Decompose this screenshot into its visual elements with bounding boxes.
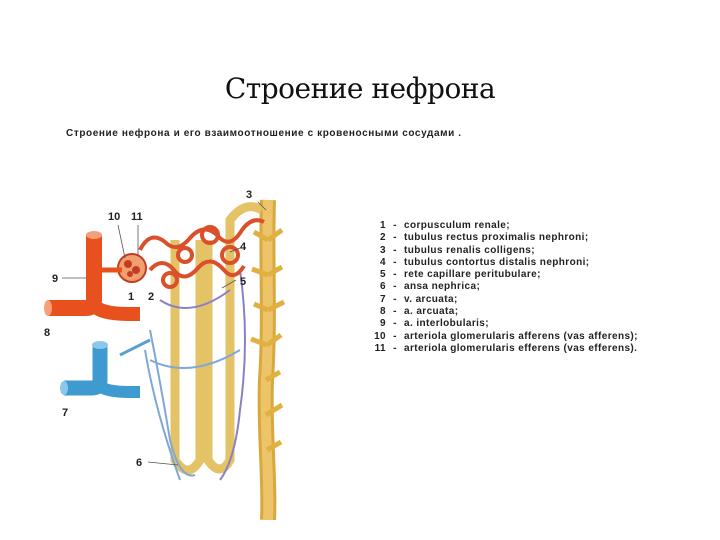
label-9: 9 bbox=[52, 273, 58, 285]
legend-number: 8 bbox=[380, 306, 386, 318]
legend-row: 8-a. arcuata; bbox=[372, 306, 712, 318]
legend: 1-corpusculum renale;2-tubulus rectus pr… bbox=[372, 220, 712, 355]
legend-text: corpusculum renale; bbox=[404, 220, 510, 231]
label-7: 7 bbox=[62, 407, 68, 419]
legend-dash: - bbox=[393, 220, 397, 231]
legend-dash: - bbox=[393, 306, 397, 318]
legend-number: 3 bbox=[380, 244, 386, 256]
nephron-tubules bbox=[170, 202, 265, 475]
label-8: 8 bbox=[44, 327, 50, 339]
legend-row: 9-a. interlobularis; bbox=[372, 318, 712, 330]
legend-dash: - bbox=[393, 342, 397, 354]
legend-number: 2 bbox=[380, 232, 386, 244]
arcuate-vein bbox=[60, 341, 140, 398]
legend-number: 1 bbox=[380, 220, 386, 231]
capillary-network bbox=[119, 269, 246, 481]
label-11: 11 bbox=[131, 211, 143, 223]
legend-number: 4 bbox=[380, 256, 386, 268]
legend-row: 6-ansa nephrica; bbox=[372, 281, 712, 293]
interlobular-artery bbox=[44, 231, 140, 321]
legend-text: arteriola glomerularis efferens (vas eff… bbox=[404, 342, 638, 354]
legend-dash: - bbox=[393, 281, 397, 293]
nephron-diagram: 10 11 3 4 5 9 1 2 8 7 6 bbox=[30, 180, 330, 521]
legend-text: tubulus contortus distalis nephroni; bbox=[404, 256, 590, 268]
legend-dash: - bbox=[393, 269, 397, 281]
label-1: 1 bbox=[128, 291, 134, 303]
legend-number: 6 bbox=[380, 281, 386, 293]
legend-number: 11 bbox=[374, 342, 386, 354]
slide-title: Строение нефрона bbox=[224, 72, 496, 105]
label-6: 6 bbox=[136, 457, 142, 469]
legend-number: 10 bbox=[374, 330, 386, 342]
legend-text: tubulus renalis colligens; bbox=[404, 244, 535, 256]
legend-row: 3-tubulus renalis colligens; bbox=[372, 245, 712, 257]
convoluted-tubules bbox=[138, 218, 265, 289]
legend-dash: - bbox=[393, 256, 397, 268]
figure-caption: Строение нефрона и его взаимоотношение с… bbox=[66, 128, 462, 139]
legend-text: tubulus rectus proximalis nephroni; bbox=[404, 232, 589, 244]
legend-row: 7-v. arcuata; bbox=[372, 294, 712, 306]
label-5: 5 bbox=[240, 276, 246, 288]
label-2: 2 bbox=[148, 291, 154, 303]
legend-row: 4-tubulus contortus distalis nephroni; bbox=[372, 257, 712, 269]
legend-dash: - bbox=[393, 318, 397, 330]
legend-dash: - bbox=[393, 244, 397, 256]
nephron-illustration: 10 11 3 4 5 9 1 2 8 7 6 bbox=[44, 189, 286, 521]
diagram-labels: 10 11 3 4 5 9 1 2 8 7 6 bbox=[44, 189, 267, 469]
label-4: 4 bbox=[240, 241, 247, 253]
legend-text: a. arcuata; bbox=[404, 306, 459, 318]
label-10: 10 bbox=[108, 211, 120, 223]
legend-dash: - bbox=[393, 330, 397, 342]
legend-row: 10-arteriola glomerularis afferens (vas … bbox=[372, 331, 712, 343]
glomerulus bbox=[117, 253, 147, 283]
label-3: 3 bbox=[246, 189, 252, 201]
legend-text: a. interlobularis; bbox=[404, 318, 489, 330]
legend-text: rete capillare peritubulare; bbox=[404, 269, 541, 281]
legend-row: 2-tubulus rectus proximalis nephroni; bbox=[372, 232, 712, 244]
legend-row: 11-arteriola glomerularis efferens (vas … bbox=[372, 343, 712, 355]
collecting-duct bbox=[250, 199, 286, 521]
legend-number: 7 bbox=[380, 293, 386, 305]
legend-dash: - bbox=[393, 293, 397, 305]
legend-text: arteriola glomerularis afferens (vas aff… bbox=[404, 330, 638, 342]
legend-number: 9 bbox=[380, 318, 386, 330]
legend-dash: - bbox=[393, 232, 397, 244]
legend-number: 5 bbox=[380, 269, 386, 281]
legend-row: 5-rete capillare peritubulare; bbox=[372, 269, 712, 281]
legend-row: 1-corpusculum renale; bbox=[372, 220, 712, 232]
legend-text: v. arcuata; bbox=[404, 293, 458, 305]
legend-text: ansa nephrica; bbox=[404, 281, 481, 293]
